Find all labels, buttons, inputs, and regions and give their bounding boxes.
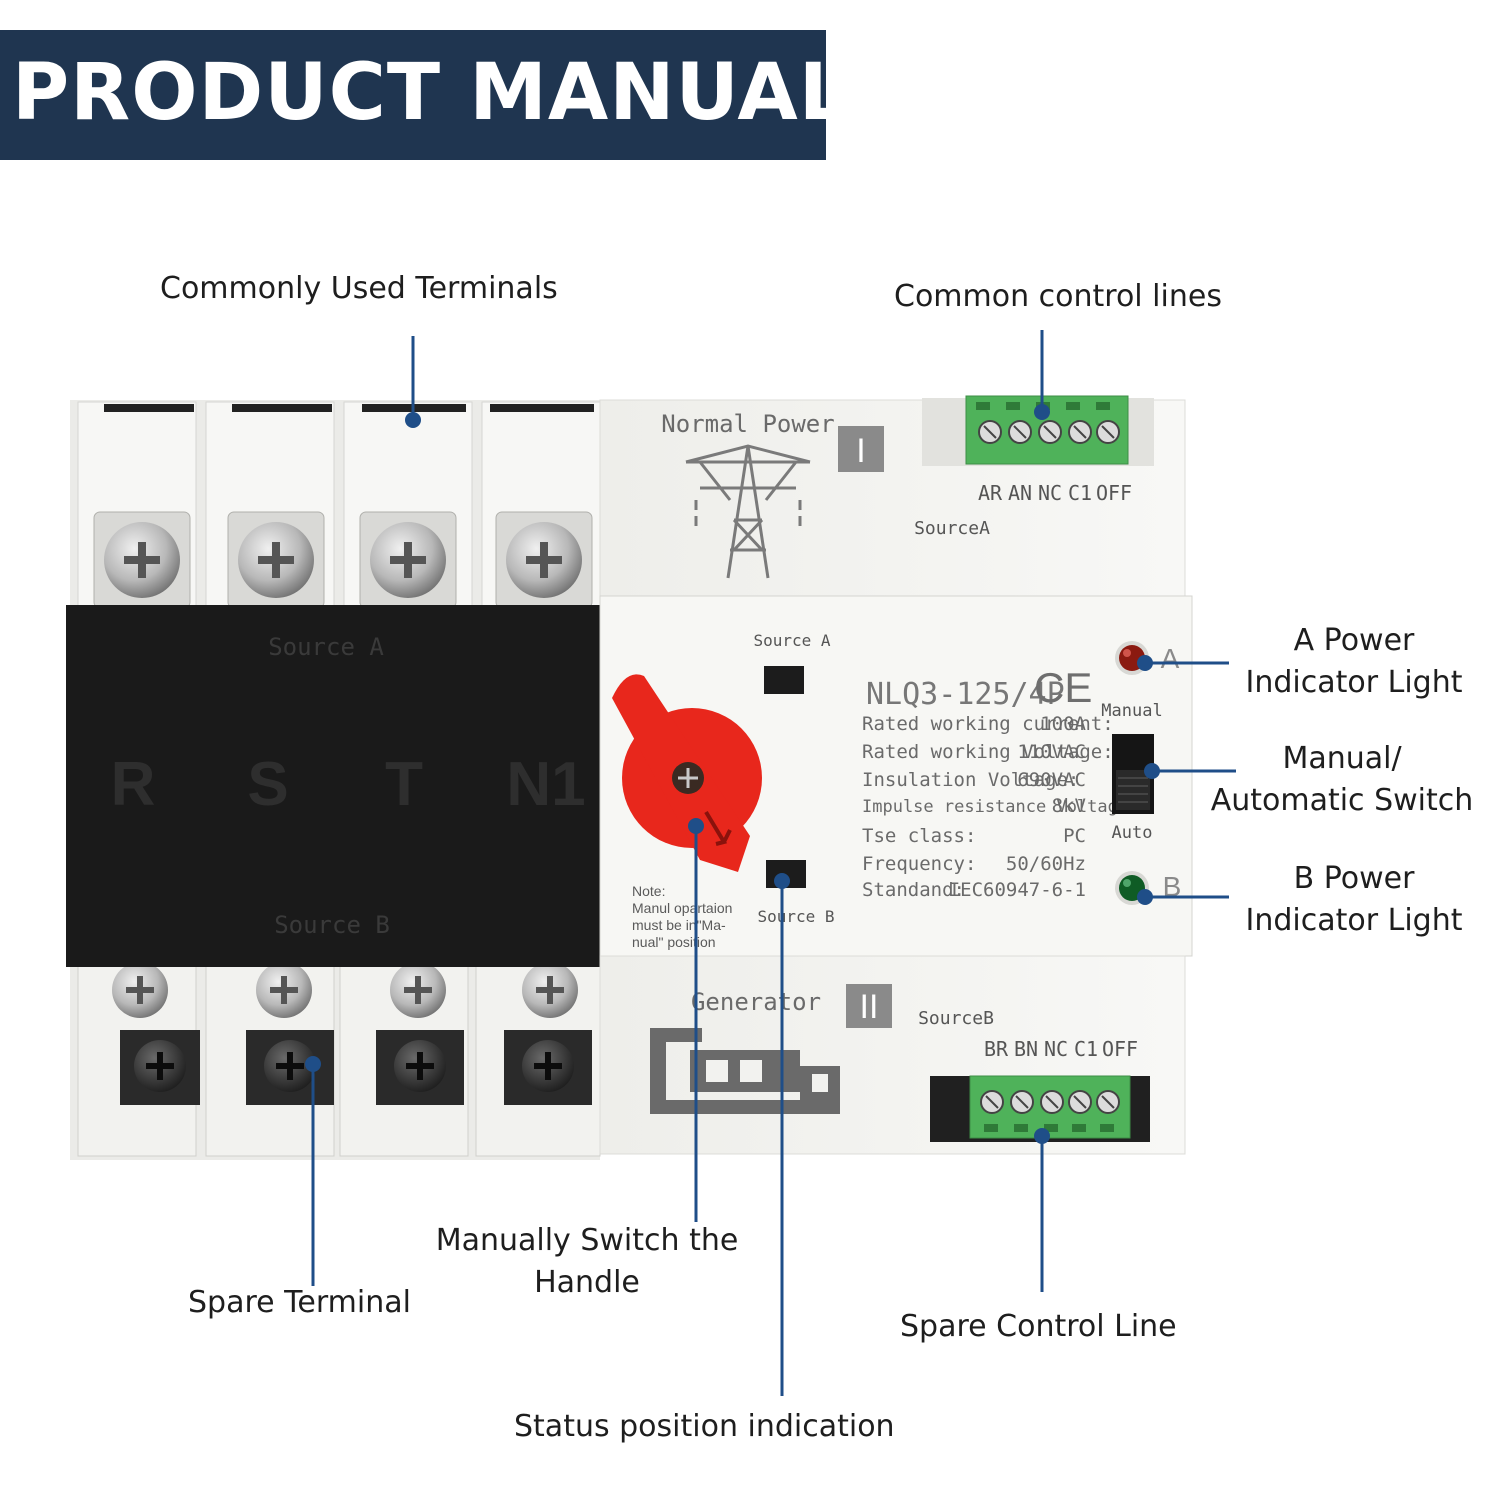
spare-control-connector <box>969 1075 1131 1139</box>
spec-label: Standand: <box>862 879 965 901</box>
leader-a-power-indicator <box>1137 655 1229 671</box>
terminal-label-an: AN <box>1008 481 1032 505</box>
spare-terminal-screw <box>522 1040 574 1092</box>
callout-line: Manual/ <box>1282 741 1402 776</box>
spec-value: 50/60Hz <box>1006 853 1086 875</box>
leader-manual-auto-switch <box>1144 763 1236 779</box>
ce-mark: CE <box>1034 664 1092 711</box>
cover-source-b-label: Source B <box>274 911 390 939</box>
callout-spare-terminal: Spare Terminal <box>188 1285 411 1320</box>
indicator-b-label: B <box>1163 871 1182 902</box>
source-b-label: SourceB <box>918 1008 994 1029</box>
callout-line: B Power <box>1293 861 1415 896</box>
terminal-label-c1: C1 <box>1074 1037 1098 1061</box>
terminal-label-off: OFF <box>1102 1037 1138 1061</box>
window-source-a-label: Source A <box>753 631 830 650</box>
leader-commonly-used-terminals <box>405 336 421 428</box>
callout-line: A Power <box>1293 623 1415 658</box>
roman-numeral-one: I <box>856 432 865 470</box>
lower-terminal-screw <box>256 962 312 1018</box>
transmission-tower-icon <box>685 444 811 579</box>
spec-label: Frequency: <box>862 853 976 875</box>
callout-common-control-lines: Common control lines <box>894 279 1222 314</box>
terminal-label-nc: NC <box>1038 481 1062 505</box>
spec-value: PC <box>1063 825 1086 847</box>
spec-value: 8kV <box>1052 795 1086 817</box>
callout-manual-auto-switch: Manual/ Automatic Switch <box>1204 738 1480 822</box>
generator-label: Generator <box>691 988 821 1016</box>
status-window-a <box>764 666 804 694</box>
manual-switch-handle[interactable] <box>612 674 762 872</box>
lower-terminal-screw <box>522 962 578 1018</box>
cover-source-a-label: Source A <box>268 633 384 661</box>
banner-title: PRODUCT MANUAL <box>12 48 850 138</box>
callout-commonly-used-terminals: Commonly Used Terminals <box>160 271 558 306</box>
phase-label: N1 <box>506 750 585 819</box>
normal-power-label: Normal Power <box>661 410 834 438</box>
leader-status-position <box>774 873 790 1396</box>
spec-label: Tse class: <box>862 825 976 847</box>
leader-spare-control-line <box>1034 1128 1050 1292</box>
phase-label: R <box>111 750 156 819</box>
terminal-label-nc: NC <box>1044 1037 1068 1061</box>
upper-terminal-columns <box>77 401 601 613</box>
leader-lines <box>305 330 1236 1396</box>
callout-line: Handle <box>534 1265 640 1300</box>
callout-spare-control-line: Spare Control Line <box>900 1309 1177 1344</box>
callout-b-power-indicator: B Power Indicator Light <box>1238 858 1470 942</box>
note-line: nual" position <box>632 934 716 950</box>
leader-manual-handle <box>688 818 704 1222</box>
spec-label: Impulse resistance Voltage: <box>862 797 1138 817</box>
lower-terminal-screw <box>112 962 168 1018</box>
spec-label: Rated working Voltage: <box>862 741 1114 763</box>
terminal-label-bn: BN <box>1014 1037 1038 1061</box>
window-source-b-label: Source B <box>757 907 834 926</box>
note-line: Manul opartaion <box>632 900 732 916</box>
upper-terminal-screw <box>104 522 180 598</box>
spec-value: 100A <box>1040 713 1086 735</box>
callout-status-position: Status position indication <box>514 1409 895 1444</box>
callout-a-power-indicator: A Power Indicator Light <box>1238 620 1470 704</box>
callout-manual-handle: Manually Switch the Handle <box>424 1220 750 1304</box>
leader-spare-terminal <box>305 1056 321 1286</box>
phase-label: S <box>247 750 288 819</box>
model-number: NLQ3-125/4P <box>866 677 1065 712</box>
terminal-label-off: OFF <box>1096 481 1132 505</box>
indicator-a-label: A <box>1161 643 1180 674</box>
spare-terminal-screw <box>264 1040 316 1092</box>
upper-terminal-screw <box>370 522 446 598</box>
callout-line: Manually Switch the <box>435 1223 739 1258</box>
callout-line: Indicator Light <box>1245 665 1463 700</box>
phase-label: T <box>385 750 423 819</box>
lower-terminal-screw <box>390 962 446 1018</box>
rating-panel: Source A Source B NLQ3-125/4P CE Rated w… <box>632 631 1181 950</box>
terminal-label-ar: AR <box>978 481 1003 505</box>
callout-line: Indicator Light <box>1245 903 1463 938</box>
manual-label: Manual <box>1101 701 1162 721</box>
upper-terminal-screw <box>506 522 582 598</box>
leader-b-power-indicator <box>1137 889 1229 905</box>
source-a-label: SourceA <box>914 518 990 539</box>
roman-numeral-two: II <box>860 988 879 1026</box>
note-line: Note: <box>632 883 665 899</box>
terminal-cover: Source A Source B R S T N1 <box>66 605 604 967</box>
terminal-label-c1: C1 <box>1068 481 1092 505</box>
main-terminal-block: Source A Source B R S T N1 <box>66 400 604 1160</box>
title-banner: PRODUCT MANUAL <box>0 30 849 160</box>
spec-value: 110VAC <box>1017 741 1086 763</box>
auto-label: Auto <box>1112 823 1153 843</box>
spare-terminal-screw <box>394 1040 446 1092</box>
leader-common-control-lines <box>1034 330 1050 420</box>
upper-terminal-screw <box>238 522 314 598</box>
spec-value: IEC60947-6-1 <box>949 879 1086 901</box>
spec-label: Rated working current: <box>862 713 1114 735</box>
spec-value: 690VAC <box>1017 769 1086 791</box>
note-line: must be in"Ma- <box>632 917 726 933</box>
spare-terminal-screw <box>134 1040 186 1092</box>
callout-line: Automatic Switch <box>1210 783 1474 818</box>
terminal-label-br: BR <box>984 1037 1009 1061</box>
spec-label: Insulation Voltage: <box>862 769 1079 791</box>
